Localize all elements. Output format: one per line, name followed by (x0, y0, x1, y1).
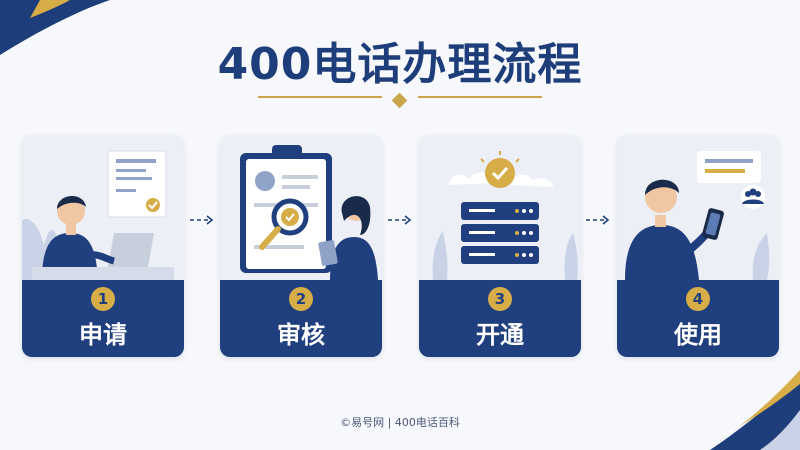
arrow-right-icon (586, 215, 610, 225)
top-left-decoration (0, 0, 110, 55)
page-title: 400电话办理流程 (217, 39, 583, 90)
title-divider-right (418, 96, 542, 98)
step-number-badge: 1 (91, 287, 115, 311)
step-card-use: 4 使用 (617, 135, 779, 357)
person-phone-illustration (617, 135, 779, 280)
step-number-badge: 4 (686, 287, 710, 311)
footer-credit: ©易号网 | 400电话百科 (340, 416, 460, 429)
server-check-illustration (419, 135, 581, 280)
title-divider-left (258, 96, 382, 98)
step-label-apply: 申请 (79, 321, 127, 349)
step-card-activate: 3 开通 (419, 135, 581, 357)
step-label-use: 使用 (674, 321, 722, 349)
step-label-review: 审核 (277, 321, 325, 349)
step-card-apply: 1 申请 (22, 135, 184, 357)
step-card-review: 2 审核 (220, 135, 382, 357)
bottom-right-decoration (710, 370, 800, 450)
step-label-activate: 开通 (476, 321, 524, 349)
clipboard-magnifier-illustration (220, 135, 382, 280)
person-laptop-illustration (22, 135, 184, 280)
arrow-right-icon (388, 215, 412, 225)
step-number-badge: 2 (289, 287, 313, 311)
step-number-badge: 3 (488, 287, 512, 311)
arrow-right-icon (190, 215, 214, 225)
title-divider-diamond (391, 92, 408, 109)
